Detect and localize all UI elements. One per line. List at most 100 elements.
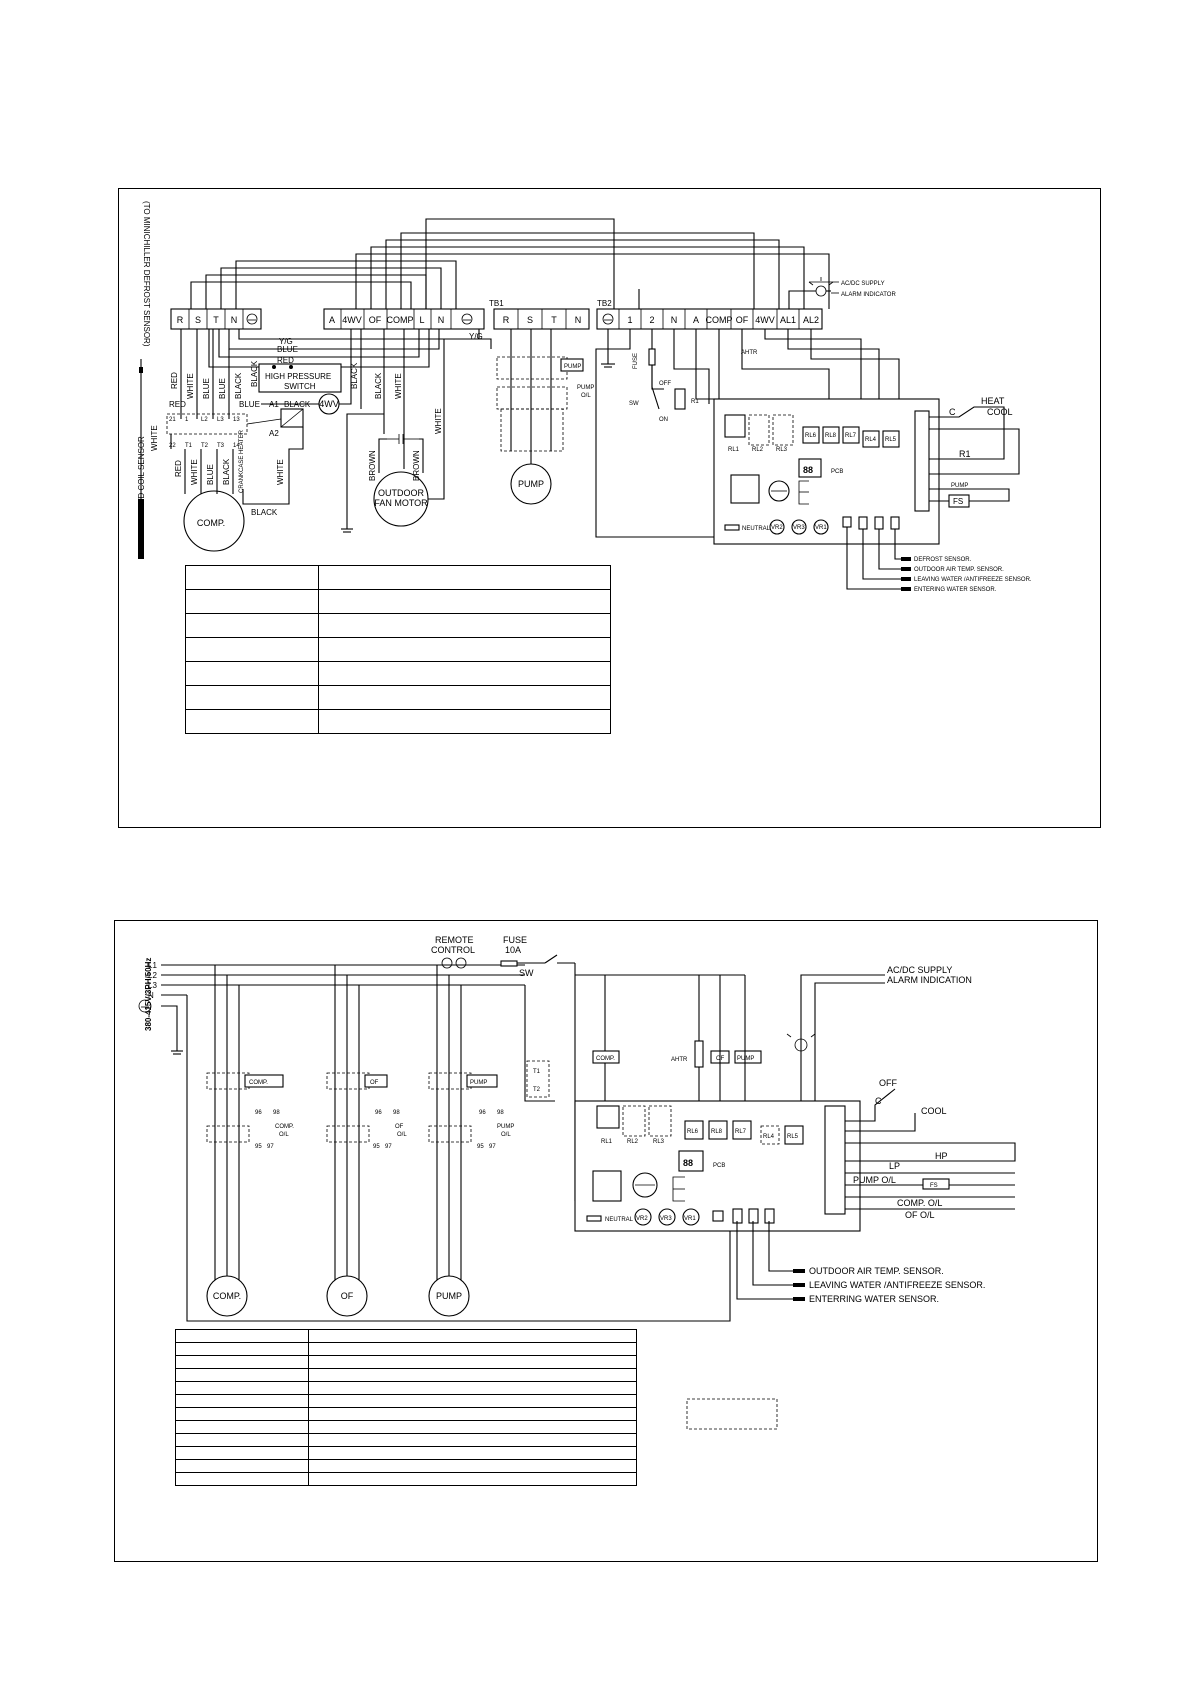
digit-display: 88 <box>683 1158 693 1168</box>
wire-white-label: WHITE <box>186 373 195 399</box>
tb-left-t: T <box>213 315 219 325</box>
compressor-contactor: RED 21 1 L2 L3 13 22 T1 T2 T3 14 A1 A2 <box>166 400 304 449</box>
sw-label: SW <box>629 401 639 407</box>
tb-mid-n: N <box>438 315 445 325</box>
ground-icon <box>246 313 258 325</box>
wire-blue-label: BLUE <box>206 464 215 485</box>
crankcase-heater-label: CRANKCASE HEATER <box>239 429 245 493</box>
r1-resistor <box>674 388 686 410</box>
of-motor <box>326 1275 368 1317</box>
wire-black-label: BLACK <box>350 362 359 389</box>
top-wiring-diagram: (TO MINICHILLER DEFROST SENSOR) O/D COIL… <box>118 188 1101 828</box>
contact-1: 1 <box>185 417 189 423</box>
flow-switch <box>922 1178 950 1190</box>
transformer <box>730 474 760 504</box>
terminal-block-left: R S T N <box>170 308 262 330</box>
sensor-leads: DEFROST SENSOR. OUTDOOR AIR TEMP. SENSOR… <box>846 527 1032 593</box>
legend-cell <box>308 1407 637 1421</box>
tb-mid-4wv: 4WV <box>342 315 362 325</box>
cool-label: COOL <box>921 1106 947 1116</box>
tb1-t: T <box>551 315 557 325</box>
legend-cell <box>318 613 611 638</box>
hp-label: HP <box>935 1151 948 1161</box>
pump-contactor: PUMP PUMP O/L PUMP <box>496 329 594 505</box>
heat-label: HEAT <box>981 396 1005 406</box>
comp-output-label: COMP. <box>596 1056 615 1062</box>
comp-ol-contact-label: COMP. O/L <box>897 1198 942 1208</box>
outdoor-air-sensor-label: OUTDOOR AIR TEMP. SENSOR. <box>914 567 1004 573</box>
defrost-sensor-label: DEFROST SENSOR. <box>914 557 972 563</box>
wire-black-label: BLACK <box>250 360 259 387</box>
pump-coil-box <box>560 358 584 372</box>
supply-label: AC/DC SUPPLY <box>841 281 885 287</box>
n97: 97 <box>489 1144 496 1150</box>
legend-cell <box>318 685 611 710</box>
off-label: OFF <box>659 381 671 387</box>
comp-ol-label: COMP. <box>275 1124 294 1130</box>
pcb-board: RL1 RL2 RL3 RL6 RL8 RL7 RL4 RL5 88 PCB N… <box>713 398 940 545</box>
fuse-icon <box>648 348 656 366</box>
tb2-al2: AL2 <box>803 315 819 325</box>
relay-rl4: RL4 <box>763 1134 775 1140</box>
sw-label: SW <box>519 968 534 978</box>
vr3: VR3 <box>793 525 805 531</box>
comp-coil-label: COMP. <box>249 1080 268 1086</box>
vr1: VR1 <box>815 525 827 531</box>
tb2-n: N <box>671 315 678 325</box>
bottom-pcb-board: RL1 RL2 RL3 RL6 RL8 RL7 RL4 RL5 88 PCB N… <box>574 1100 861 1232</box>
wire-red-label: RED <box>170 372 179 389</box>
tb2-title: TB2 <box>597 299 612 308</box>
outdoor-fan-motor: OUTDOOR FAN MOTOR BROWN BROWN WHITE <box>341 339 445 533</box>
alarm-indicator: AC/DC SUPPLY ALARM INDICATOR <box>788 277 896 309</box>
legend-cell <box>318 565 611 590</box>
pcb-label: PCB <box>831 469 843 475</box>
relay-rl6: RL6 <box>687 1129 699 1135</box>
tb2-comp: COMP <box>706 315 733 325</box>
legend-cell <box>175 1407 309 1421</box>
cool-label: COOL <box>987 407 1013 417</box>
relay-rl4: RL4 <box>865 437 877 443</box>
legend-cell <box>308 1342 637 1356</box>
legend-cell <box>175 1459 309 1473</box>
leaving-water-sensor-label: LEAVING WATER /ANTIFREEZE SENSOR. <box>914 577 1032 583</box>
legend-cell <box>308 1446 637 1460</box>
on-label: ON <box>659 417 668 423</box>
legend-cell <box>308 1459 637 1473</box>
legend-cell <box>308 1420 637 1434</box>
compressor-label: COMP. <box>197 518 225 528</box>
n95: 95 <box>373 1144 380 1150</box>
wire-white-label: WHITE <box>434 408 443 434</box>
legend-cell <box>185 709 319 734</box>
tb1-n: N <box>575 315 582 325</box>
of-ol-contact-label: OF O/L <box>905 1210 935 1220</box>
wire-white-label: WHITE <box>394 373 403 399</box>
legend-cell <box>318 637 611 662</box>
line-l1: L1 <box>148 961 157 970</box>
pump-coil-label: PUMP <box>470 1080 487 1086</box>
pump-ol-label-2: O/L <box>581 393 591 399</box>
tb-left-r: R <box>177 315 184 325</box>
relay-rl1: RL1 <box>601 1139 613 1145</box>
pump-ol-contact-label: PUMP O/L <box>853 1175 896 1185</box>
n96: 96 <box>255 1110 262 1116</box>
wire-black-label: BLACK <box>251 508 278 517</box>
defrost-sensor-note: (TO MINICHILLER DEFROST SENSOR) <box>142 201 151 347</box>
neutral-label: NEUTRAL <box>605 1217 634 1223</box>
dashed-legend-box <box>686 1398 778 1430</box>
legend-cell <box>175 1420 309 1434</box>
legend-cell <box>185 661 319 686</box>
fuse-label: FUSE <box>633 353 639 369</box>
ground-icon <box>138 999 152 1013</box>
legend-cell <box>308 1368 637 1382</box>
pump-motor <box>428 1275 470 1317</box>
lamp-icon <box>794 1038 808 1052</box>
relay-rl5: RL5 <box>885 437 897 443</box>
hp-switch-label-1: HIGH PRESSURE <box>265 372 331 381</box>
legend-cell <box>185 565 319 590</box>
contact-14: 14 <box>233 443 240 449</box>
bottom-diagram-svg: 380-415V/3PH/50Hz L1 L2 L3 N REMOTE CONT… <box>138 935 1016 1430</box>
relay-rl5: RL5 <box>787 1134 799 1140</box>
legend-cell <box>308 1381 637 1395</box>
ahtr-label: AHTR <box>741 350 758 356</box>
line-n: N <box>148 991 154 1000</box>
